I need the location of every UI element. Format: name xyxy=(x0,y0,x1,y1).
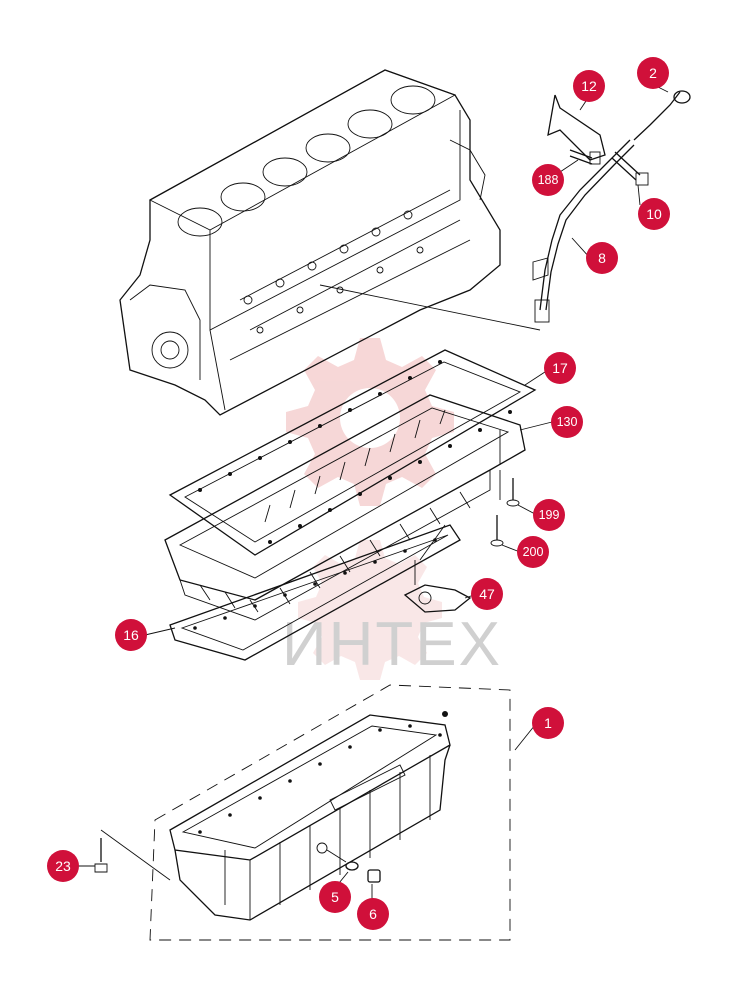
callout-6[interactable]: 6 xyxy=(357,898,389,930)
callout-5[interactable]: 5 xyxy=(319,881,351,913)
callouts: 2 12 188 10 8 17 130 199 200 47 16 1 23 … xyxy=(47,57,670,930)
callout-199[interactable]: 199 xyxy=(533,499,565,531)
svg-text:199: 199 xyxy=(539,508,560,522)
callout-17[interactable]: 17 xyxy=(544,352,576,384)
callout-23[interactable]: 23 xyxy=(47,850,79,882)
dipstick-assembly xyxy=(319,90,691,331)
oil-pan xyxy=(94,684,511,941)
svg-text:8: 8 xyxy=(598,250,606,266)
frame-130 xyxy=(164,394,526,621)
callout-8[interactable]: 8 xyxy=(586,242,618,274)
gasket-17 xyxy=(168,349,537,556)
svg-text:10: 10 xyxy=(646,206,662,222)
callout-2[interactable]: 2 xyxy=(637,57,669,89)
engine-block xyxy=(119,69,501,416)
svg-text:6: 6 xyxy=(369,906,377,922)
svg-text:200: 200 xyxy=(523,545,544,559)
svg-text:47: 47 xyxy=(479,586,495,602)
svg-text:130: 130 xyxy=(557,415,578,429)
svg-text:17: 17 xyxy=(552,360,568,376)
svg-text:188: 188 xyxy=(538,173,559,187)
svg-text:23: 23 xyxy=(55,858,71,874)
callout-130[interactable]: 130 xyxy=(551,406,583,438)
watermark-text: ИНТЕХ xyxy=(282,610,502,679)
callout-200[interactable]: 200 xyxy=(517,536,549,568)
cylinder-bores xyxy=(177,85,436,237)
svg-text:12: 12 xyxy=(581,78,597,94)
svg-text:16: 16 xyxy=(123,627,139,643)
svg-text:1: 1 xyxy=(544,715,552,731)
svg-text:5: 5 xyxy=(331,889,339,905)
callout-188[interactable]: 188 xyxy=(532,164,564,196)
callout-12[interactable]: 12 xyxy=(573,70,605,102)
callout-10[interactable]: 10 xyxy=(638,198,670,230)
callout-1[interactable]: 1 xyxy=(532,707,564,739)
callout-47[interactable]: 47 xyxy=(471,578,503,610)
gasket-16 xyxy=(169,524,461,661)
svg-text:2: 2 xyxy=(649,65,657,81)
callout-16[interactable]: 16 xyxy=(115,619,147,651)
